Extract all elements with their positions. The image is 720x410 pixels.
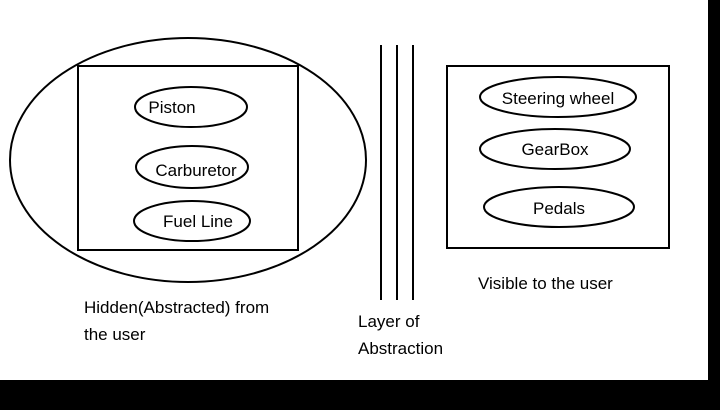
visible-box [446,65,670,249]
pedals-ellipse [483,186,635,228]
carburetor-ellipse [135,145,249,189]
piston-label: Piston [148,98,195,117]
carburetor-label: Carburetor [155,161,237,180]
fuel-line-label: Fuel Line [163,212,233,231]
gearbox-ellipse [479,128,631,170]
steering-wheel-label: Steering wheel [502,89,614,108]
drawing-background [0,0,708,380]
hidden-caption-line2: the user [84,325,146,344]
fuel-line-ellipse [133,200,251,242]
steering-wheel-ellipse [479,76,637,118]
hidden-box [77,65,299,251]
gearbox-label: GearBox [521,140,589,159]
abstraction-label-line1: Layer of [358,312,420,331]
hidden-caption-line1: Hidden(Abstracted) from [84,298,269,317]
piston-ellipse [134,86,248,128]
visible-caption: Visible to the user [478,274,613,293]
hidden-outer-ellipse [9,37,367,283]
pedals-label: Pedals [533,199,585,218]
abstraction-label-line2: Abstraction [358,339,443,358]
